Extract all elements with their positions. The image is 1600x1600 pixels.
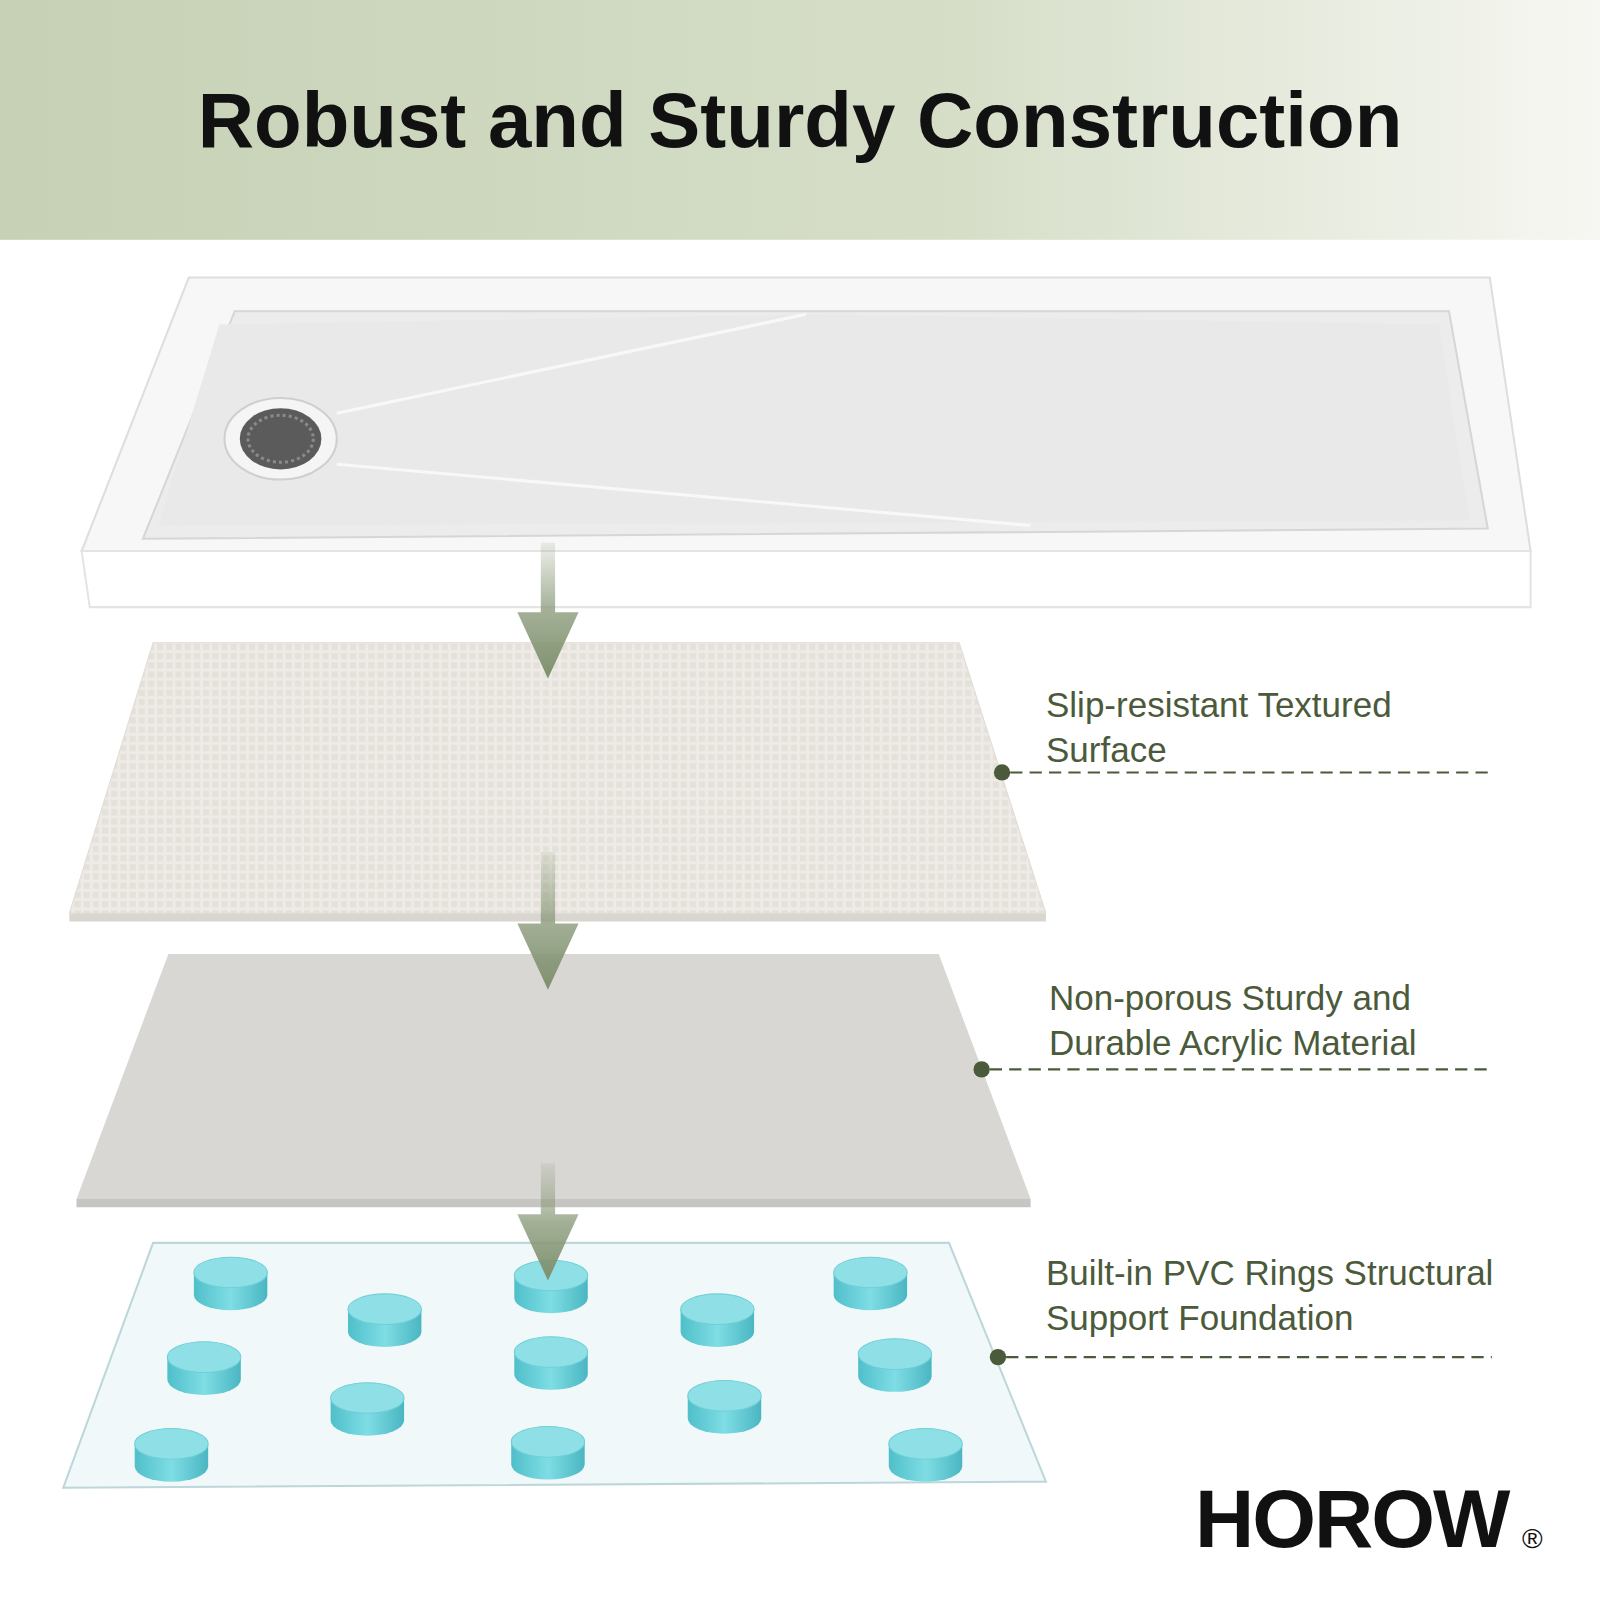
- pvc-ring: [858, 1339, 931, 1392]
- pvc-ring: [889, 1429, 962, 1482]
- pvc-ring: [331, 1383, 404, 1436]
- pvc-ring: [167, 1342, 240, 1395]
- pvc-ring: [514, 1337, 587, 1390]
- pvc-ring: [135, 1429, 208, 1482]
- pvc-ring: [834, 1257, 907, 1310]
- pvc-ring: [688, 1381, 761, 1434]
- callout-label: Slip-resistant Textured Surface: [1046, 682, 1486, 772]
- pvc-ring: [681, 1294, 754, 1347]
- callout-label: Built-in PVC Rings Structural Support Fo…: [1046, 1250, 1586, 1340]
- shower-tray: [82, 278, 1531, 608]
- registered-mark: ®: [1522, 1525, 1543, 1553]
- pvc-ring: [348, 1294, 421, 1347]
- pvc-ring: [194, 1257, 267, 1310]
- header-band: [0, 0, 1600, 240]
- textured-layer: [69, 643, 1046, 922]
- pvc-base-layer: [63, 1243, 1046, 1488]
- down-arrows: [517, 543, 578, 1281]
- callout-label: Non-porous Sturdy and Durable Acrylic Ma…: [1049, 975, 1529, 1065]
- leader-dots: [973, 764, 1010, 1365]
- brand-logo: HOROW: [1195, 1478, 1508, 1560]
- title: Robust and Sturdy Construction: [0, 78, 1600, 164]
- pvc-ring: [511, 1427, 584, 1480]
